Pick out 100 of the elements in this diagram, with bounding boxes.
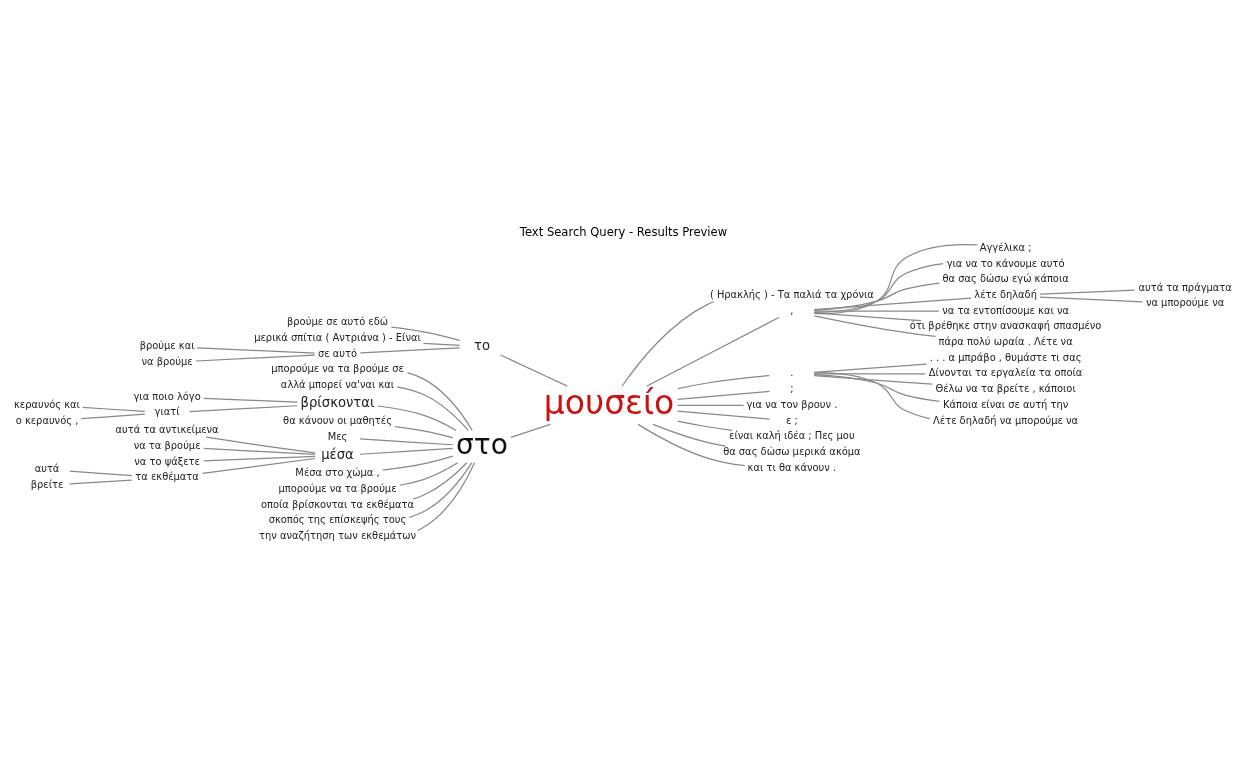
connector (813, 262, 944, 313)
connector (68, 470, 133, 477)
node-text: σε αυτό (318, 347, 358, 359)
connector (382, 455, 454, 471)
connector (196, 347, 316, 354)
connector (510, 423, 551, 438)
connector (189, 405, 298, 413)
node-text: λέτε δηλαδή (974, 289, 1037, 301)
connector (676, 420, 733, 432)
node-text: για να το κάνουμε αυτό (946, 257, 1065, 269)
connector (677, 404, 745, 406)
connector (359, 438, 454, 446)
connector (203, 455, 316, 462)
node-text: μουσείο (543, 382, 675, 422)
node-text: Δίνονται τα εργαλεία τα οποία (928, 367, 1083, 379)
connector (394, 425, 454, 439)
node-text: πάρα πολύ ωραία . Λέτε να (938, 336, 1073, 348)
node-text: αλλά μπορεί να'ναι και (280, 379, 395, 391)
node-text: βρείτε (30, 478, 64, 490)
connector (813, 312, 922, 322)
node-text: αυτά τα πράγματα (1138, 281, 1232, 293)
connector (677, 410, 771, 420)
connector (813, 282, 940, 311)
connector (677, 374, 770, 390)
node-text: είναι καλή ιδέα ; Πες μου (729, 430, 855, 442)
connector (813, 297, 972, 311)
connector (813, 373, 926, 375)
node-text: Μέσα στο χώμα , (295, 467, 380, 479)
node-text: το (473, 337, 490, 353)
node-text: Μες (327, 431, 348, 443)
node-text: Αγγέλικα ; (979, 242, 1032, 254)
node-text: . . . α μπράβο , θυμάστε τι σας (929, 351, 1082, 363)
connector (637, 423, 746, 467)
node-text: κεραυνός και (14, 398, 80, 410)
connector (201, 457, 316, 474)
connector (813, 373, 940, 403)
connector (645, 316, 780, 387)
node-text: και τι θα κάνουν . (747, 461, 837, 473)
connector (417, 462, 476, 531)
connector (412, 462, 468, 500)
connector (813, 315, 937, 337)
node-text: για ποιο λόγο (133, 390, 201, 402)
node-text: βρίσκονται (300, 394, 375, 410)
node-text: θα κάνουν οι μαθητές (283, 415, 392, 427)
node-text: ε ; (785, 414, 798, 426)
node-text: μερικά σπίτια ( Αντριάνα ) - Είναι (254, 331, 421, 343)
node-text: οποία βρίσκονται τα εκθέματα (260, 498, 415, 510)
connector (677, 390, 771, 401)
node-text: τα εκθέματα (135, 471, 199, 483)
connector (205, 436, 316, 454)
connector (813, 371, 931, 420)
connector (195, 354, 316, 362)
connector (359, 447, 454, 455)
connector (396, 386, 469, 432)
connector (68, 479, 133, 485)
node-text: σκοπός της επίσκεψής τους (268, 514, 407, 526)
connector (406, 372, 473, 431)
node-text: Κάποια είναι σε αυτή την (942, 398, 1069, 410)
connector (813, 363, 928, 373)
diagram-title: Text Search Query - Results Preview (519, 224, 728, 239)
connector (621, 301, 715, 387)
connector (203, 397, 299, 403)
connector (399, 462, 459, 486)
node-text: θα σας δώσω εγώ κάποια (942, 273, 1069, 285)
node-text: . (790, 367, 794, 379)
node-text: , (790, 304, 794, 316)
node-text: βρούμε και (139, 340, 195, 352)
connector (499, 354, 568, 387)
node-text: θα σας δώσω μερικά ακόμα (723, 445, 861, 457)
node-text: γιατί (154, 406, 180, 418)
node-text: Θέλω να τα βρείτε , κάποιοι (935, 383, 1076, 395)
connector (390, 326, 461, 341)
connector (813, 310, 940, 312)
connector (359, 347, 461, 354)
node-text: στο (456, 427, 508, 461)
connector (1039, 289, 1136, 295)
node-text: ; (790, 383, 794, 395)
connector (377, 405, 457, 432)
node-text: αυτά (34, 463, 60, 475)
connector (82, 406, 146, 412)
connector (203, 447, 316, 456)
node-text: ότι βρέθηκε στην ανασκαφή σπασμένο (909, 320, 1102, 332)
node-text: μπορούμε να τα βρούμε (278, 483, 397, 495)
node-text: να το ψάξετε (134, 455, 200, 467)
node-text: ( Ηρακλής ) - Τα παλιά τα χρόνια (709, 289, 874, 301)
connector (652, 423, 726, 447)
connector (80, 413, 146, 420)
node-text: την αναζήτηση των εκθεμάτων (259, 530, 417, 542)
node-text: βρούμε σε αυτό εδώ (287, 316, 389, 328)
node-text: ο κεραυνός , (15, 414, 79, 426)
node-text: για να τον βρουν . (746, 398, 838, 410)
connector (1039, 296, 1144, 303)
node-text: να τα βρούμε (133, 440, 201, 452)
node-text: να τα εντοπίσουμε και να (942, 304, 1069, 316)
connector (813, 374, 933, 385)
connector (813, 243, 978, 315)
connector (422, 342, 461, 347)
node-text: να βρούμε (141, 355, 193, 367)
node-text: μέσα (321, 446, 354, 462)
connector (408, 462, 473, 519)
